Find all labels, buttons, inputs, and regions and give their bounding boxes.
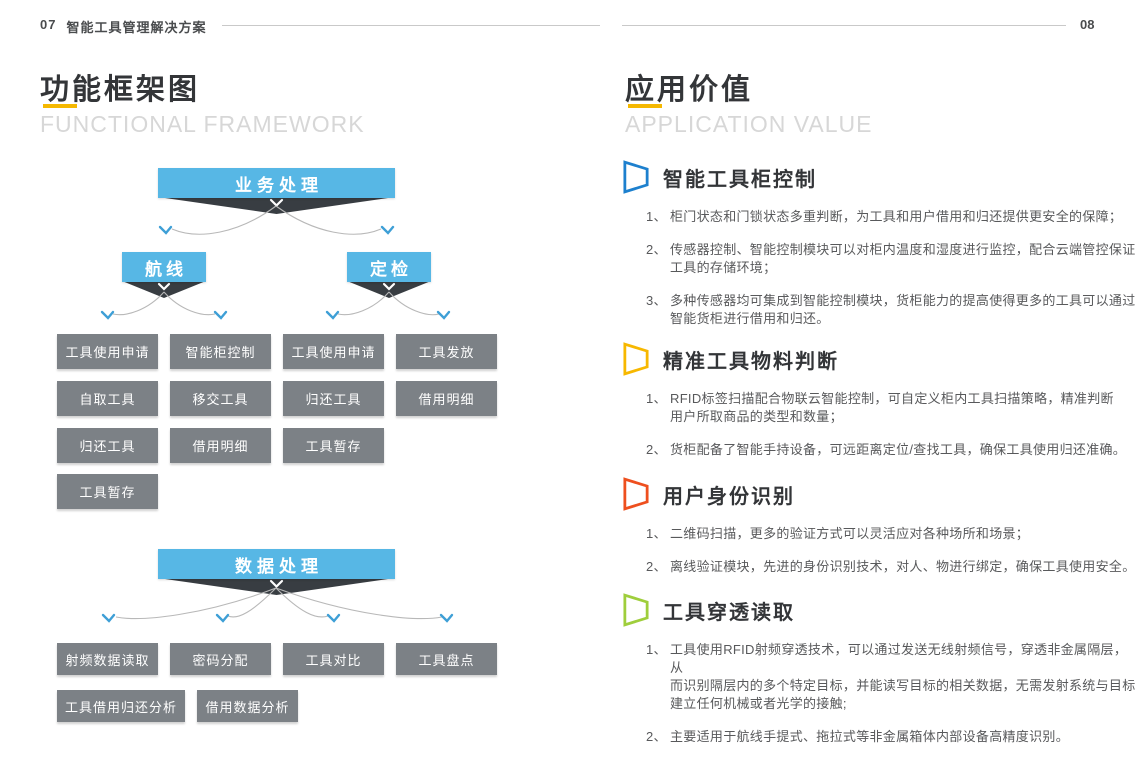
diagram-box: 工具暂存 [57, 474, 158, 509]
item-text: 传感器控制、智能控制模块可以对柜内温度和湿度进行监控，配合云端管控保证 工具的存… [670, 242, 1136, 275]
banner-inspect: 定检 [347, 252, 431, 282]
list-item: 2、 传感器控制、智能控制模块可以对柜内温度和湿度进行监控，配合云端管控保证 工… [646, 241, 1140, 277]
item-text: 离线验证模块，先进的身份识别技术，对人、物进行绑定，确保工具使用安全。 [670, 559, 1136, 574]
item-text: 柜门状态和门锁状态多重判断，为工具和用户借用和归还提供更安全的保障； [670, 209, 1123, 224]
diagram-box: 借用明细 [170, 428, 271, 463]
left-title-accent-bar [43, 104, 77, 108]
arrowhead-icon [158, 225, 173, 235]
section-smart-cabinet-control: 智能工具柜控制 1、 柜门状态和门锁状态多重判断，为工具和用户借用和归还提供更安… [623, 160, 1140, 343]
left-page-number: 07 [40, 17, 57, 32]
arrowhead-icon [380, 225, 395, 235]
diagram-box: 归还工具 [283, 381, 384, 416]
list-item: 2、 离线验证模块，先进的身份识别技术，对人、物进行绑定，确保工具使用安全。 [646, 558, 1140, 576]
right-title-cn: 应用价值 [625, 74, 754, 106]
section-precise-material-judgement: 精准工具物料判断 1、 RFID标签扫描配合物联云智能控制，可自定义柜内工具扫描… [623, 342, 1140, 474]
left-page-doc-title: 智能工具管理解决方案 [66, 20, 207, 35]
item-number: 1、 [646, 526, 667, 541]
right-title-accent-bar [628, 104, 662, 108]
item-text: 二维码扫描，更多的验证方式可以灵活应对各种场所和场景； [670, 526, 1030, 541]
arrowhead-icon [436, 310, 451, 320]
arrowhead-icon [101, 613, 116, 623]
item-number: 1、 [646, 642, 667, 657]
ribbon-route [122, 281, 206, 298]
left-header-rule [222, 25, 600, 26]
banner-business: 业务处理 [158, 168, 395, 198]
item-text: 主要适用于航线手提式、拖拉式等非金属箱体内部设备高精度识别。 [670, 729, 1070, 744]
diagram-box: 工具使用申请 [57, 334, 158, 369]
list-item: 2、 主要适用于航线手提式、拖拉式等非金属箱体内部设备高精度识别。 [646, 728, 1140, 746]
item-text: 多种传感器均可集成到智能控制模块，货柜能力的提高使得更多的工具可以通过 智能货柜… [670, 293, 1136, 326]
trapezoid-flag-icon [623, 477, 649, 511]
diagram-box: 借用数据分析 [197, 690, 298, 722]
item-text: 工具使用RFID射频穿透技术，可以通过发送无线射频信号，穿透非金属隔层，从 而识… [670, 642, 1136, 711]
section-title: 智能工具柜控制 [663, 168, 817, 191]
item-number: 3、 [646, 293, 667, 308]
chevron-down-icon [269, 579, 284, 589]
item-number: 2、 [646, 242, 667, 257]
diagram-box: 工具使用申请 [283, 334, 384, 369]
arrowhead-icon [439, 613, 454, 623]
diagram-box: 智能柜控制 [170, 334, 271, 369]
list-item: 2、 货柜配备了智能手持设备，可远距离定位/查找工具，确保工具使用归还准确。 [646, 441, 1140, 459]
item-number: 2、 [646, 559, 667, 574]
section-title: 用户身份识别 [663, 485, 795, 508]
left-title-cn: 功能框架图 [40, 74, 201, 106]
item-number: 2、 [646, 442, 667, 457]
diagram-box: 自取工具 [57, 381, 158, 416]
item-number: 2、 [646, 729, 667, 744]
list-item: 3、 多种传感器均可集成到智能控制模块，货柜能力的提高使得更多的工具可以通过 智… [646, 292, 1140, 328]
trapezoid-flag-icon [623, 342, 649, 376]
diagram-box: 借用明细 [396, 381, 497, 416]
diagram-box: 移交工具 [170, 381, 271, 416]
right-header-rule [622, 25, 1066, 26]
section-title: 工具穿透读取 [663, 601, 795, 624]
diagram-box: 工具借用归还分析 [57, 690, 185, 722]
trapezoid-flag-icon [623, 593, 649, 627]
list-item: 1、 工具使用RFID射频穿透技术，可以通过发送无线射频信号，穿透非金属隔层，从… [646, 641, 1140, 713]
diagram-box: 工具盘点 [396, 643, 497, 675]
diagram-box: 密码分配 [170, 643, 271, 675]
diagram-box: 工具对比 [283, 643, 384, 675]
list-item: 1、 二维码扫描，更多的验证方式可以灵活应对各种场所和场景； [646, 525, 1140, 543]
diagram-box: 归还工具 [57, 428, 158, 463]
banner-data: 数据处理 [158, 549, 395, 579]
arrowhead-icon [325, 310, 340, 320]
chevron-down-icon [157, 282, 171, 291]
ribbon-inspect [347, 281, 431, 298]
item-number: 1、 [646, 391, 667, 406]
ribbon-business [158, 197, 395, 214]
diagram-box: 工具暂存 [283, 428, 384, 463]
banner-route: 航线 [122, 252, 206, 282]
arrowhead-icon [215, 613, 230, 623]
arrowhead-icon [326, 613, 341, 623]
left-page-header: 07 智能工具管理解决方案 [40, 17, 206, 36]
section-title: 精准工具物料判断 [663, 350, 839, 373]
diagram-box: 射频数据读取 [57, 643, 158, 675]
item-text: RFID标签扫描配合物联云智能控制，可自定义柜内工具扫描策略，精准判断 用户所取… [670, 391, 1114, 424]
diagram-box: 工具发放 [396, 334, 497, 369]
chevron-down-icon [269, 198, 284, 208]
trapezoid-flag-icon [623, 160, 649, 194]
item-number: 1、 [646, 209, 667, 224]
list-item: 1、 RFID标签扫描配合物联云智能控制，可自定义柜内工具扫描策略，精准判断 用… [646, 390, 1140, 426]
section-tool-penetration-reading: 工具穿透读取 1、 工具使用RFID射频穿透技术，可以通过发送无线射频信号，穿透… [623, 593, 1140, 761]
arrowhead-icon [100, 310, 115, 320]
right-title-en: APPLICATION VALUE [625, 111, 873, 137]
chevron-down-icon [382, 282, 396, 291]
left-title-en: FUNCTIONAL FRAMEWORK [40, 111, 365, 137]
arrowhead-icon [213, 310, 228, 320]
item-text: 货柜配备了智能手持设备，可远距离定位/查找工具，确保工具使用归还准确。 [670, 442, 1127, 457]
right-page-number: 08 [1080, 17, 1095, 32]
ribbon-data [158, 578, 395, 595]
list-item: 1、 柜门状态和门锁状态多重判断，为工具和用户借用和归还提供更安全的保障； [646, 208, 1140, 226]
section-user-identity: 用户身份识别 1、 二维码扫描，更多的验证方式可以灵活应对各种场所和场景； 2、… [623, 477, 1140, 591]
